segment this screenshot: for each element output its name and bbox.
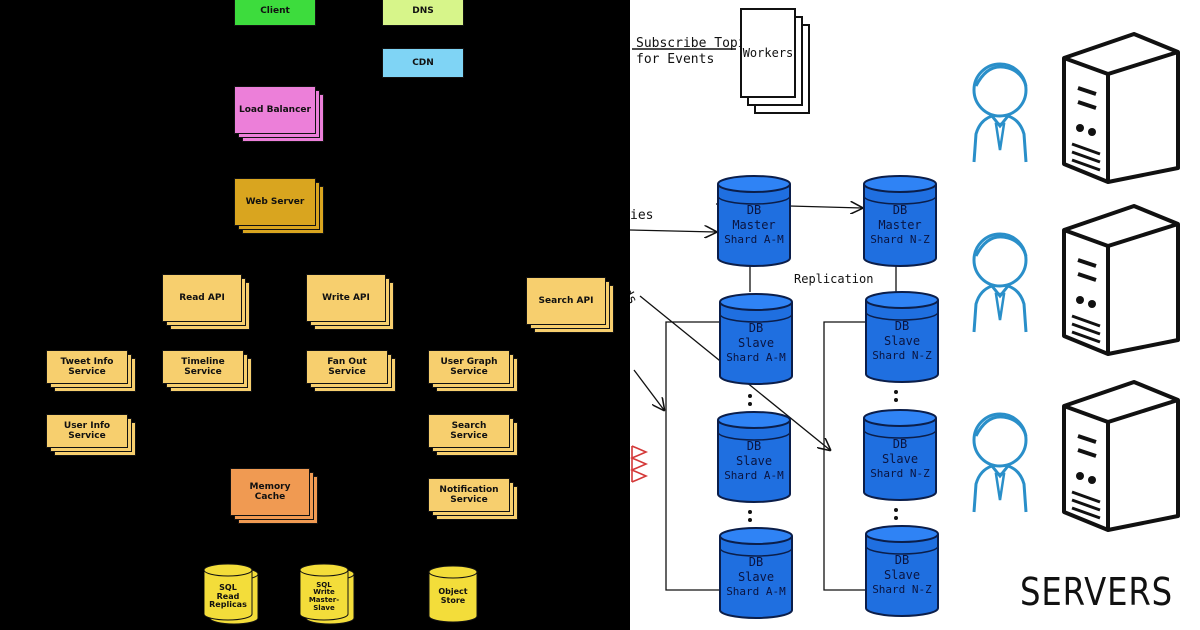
- database-icon: [203, 563, 259, 625]
- sql-read-replicas-node: SQL Read Replicas: [203, 562, 262, 626]
- user-icon: [972, 62, 1028, 163]
- read-api-node: Read API: [162, 274, 250, 330]
- database-icon: [717, 411, 791, 503]
- database-icon: [719, 527, 793, 619]
- servers-illustration: [960, 0, 1200, 630]
- notification-service-node: Notification Service: [428, 478, 518, 520]
- timeline-service-node: Timeline Service: [162, 350, 252, 392]
- database-icon: [863, 409, 937, 501]
- user-icon: [972, 412, 1028, 513]
- database-icon: [863, 175, 937, 267]
- object-store-node: Object Store: [428, 562, 480, 626]
- database-icon: [717, 175, 791, 267]
- server-icon: [1062, 204, 1180, 356]
- server-icon: [1062, 380, 1180, 532]
- load-balancer-node: Load Balancer: [234, 86, 324, 142]
- sql-write-master-slave-node: SQL Write Master- Slave: [299, 562, 358, 626]
- database-icon: [719, 293, 793, 385]
- system-design-diagram: Client DNS CDN Load Balancer Web Server …: [0, 0, 630, 630]
- database-icon: [865, 525, 939, 617]
- write-api-node: Write API: [306, 274, 394, 330]
- user-icon: [972, 232, 1028, 333]
- web-server-node: Web Server: [234, 178, 324, 234]
- dns-node: DNS: [382, 0, 464, 26]
- sharding-diagram: Subscribe Topic for Events ies ds Replic…: [630, 0, 960, 630]
- database-icon: [865, 291, 939, 383]
- servers-title: SERVERS: [1020, 570, 1173, 614]
- database-icon: [428, 565, 478, 623]
- tweet-info-service-node: Tweet Info Service: [46, 350, 136, 392]
- cdn-node: CDN: [382, 48, 464, 78]
- memory-cache-node: Memory Cache: [230, 468, 318, 524]
- client-node: Client: [234, 0, 316, 26]
- search-api-node: Search API: [526, 277, 614, 333]
- search-service-node: Search Service: [428, 414, 518, 456]
- fan-out-service-node: Fan Out Service: [306, 350, 396, 392]
- server-icon: [1062, 32, 1180, 184]
- workers-node: Workers: [740, 8, 810, 118]
- database-icon: [299, 563, 355, 625]
- user-graph-service-node: User Graph Service: [428, 350, 518, 392]
- user-info-service-node: User Info Service: [46, 414, 136, 456]
